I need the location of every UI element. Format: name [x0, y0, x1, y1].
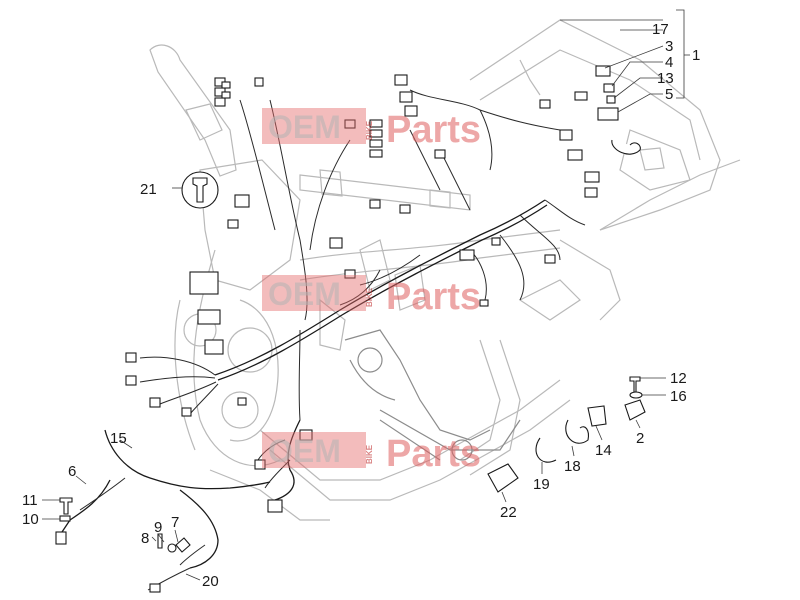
callout-16[interactable]: 16	[670, 388, 687, 405]
callout-5[interactable]: 5	[665, 86, 673, 103]
callout-4[interactable]: 4	[665, 54, 673, 71]
callout-7[interactable]: 7	[171, 514, 179, 531]
watermark-parts: Parts	[386, 109, 481, 151]
callout-3[interactable]: 3	[665, 38, 673, 55]
watermark-oem: OEM	[268, 433, 341, 469]
callout-13[interactable]: 13	[657, 70, 674, 87]
callout-labels: 17 3 1 4 13 5 21 12 16 2 14 18 19 22 15 …	[22, 21, 700, 590]
watermark-bottom: OEM BIKE Parts	[262, 432, 481, 475]
callout-17[interactable]: 17	[652, 21, 669, 38]
callout-1[interactable]: 1	[692, 47, 700, 64]
wiring-harness	[59, 89, 586, 591]
watermark-top: OEM BIKE Parts	[262, 108, 481, 151]
callout-19[interactable]: 19	[533, 476, 550, 493]
watermark-oem: OEM	[268, 109, 341, 145]
callout-2[interactable]: 2	[636, 430, 644, 447]
callout-11[interactable]: 11	[22, 492, 38, 509]
callout-10[interactable]: 10	[22, 511, 39, 528]
loose-parts	[59, 65, 646, 553]
callout-12[interactable]: 12	[670, 370, 687, 387]
callout-21[interactable]: 21	[140, 181, 157, 198]
watermark-parts: Parts	[386, 276, 481, 318]
callout-22[interactable]: 22	[500, 504, 517, 521]
watermark-bike: BIKE	[365, 444, 374, 464]
watermark-oem: OEM	[268, 276, 341, 312]
callout-15[interactable]: 15	[110, 430, 127, 447]
callout-8[interactable]: 8	[141, 530, 149, 547]
callout-18[interactable]: 18	[564, 458, 581, 475]
callout-9[interactable]: 9	[154, 519, 162, 536]
callout-6[interactable]: 6	[68, 463, 76, 480]
watermark-parts: Parts	[386, 433, 481, 475]
leader-lines	[42, 9, 690, 581]
watermark-middle: OEM BIKE Parts	[262, 275, 481, 318]
callout-14[interactable]: 14	[595, 442, 612, 459]
watermark-bike: BIKE	[365, 287, 374, 307]
harness-connectors	[55, 74, 600, 593]
callout-20[interactable]: 20	[202, 573, 219, 590]
watermark-bike: BIKE	[365, 120, 374, 140]
